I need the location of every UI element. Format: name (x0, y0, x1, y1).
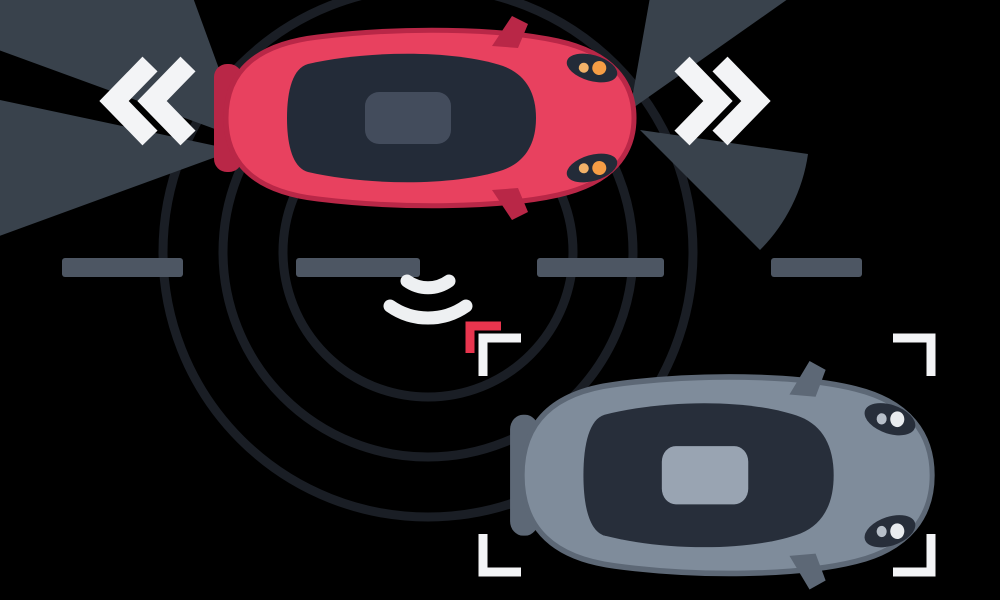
gray-car-headlight-top-casing (864, 403, 916, 436)
gray-car-roof-panel (661, 446, 749, 505)
chevron-right-icon (674, 56, 771, 146)
gray-car-headlight-top-lamp-small (876, 413, 887, 425)
lane-markings (62, 258, 862, 277)
red-car-mirror-top (492, 16, 528, 48)
red-car-headlight-top-casing (566, 53, 618, 83)
red-car-headlight-top-lamp-small (578, 62, 589, 73)
signal-arc-inner (400, 274, 456, 295)
gray-car-mirror-top (789, 360, 826, 397)
chevron-right-inner (674, 56, 733, 146)
lane-dash-1 (62, 258, 183, 277)
detection-frame-corner-top-left (478, 333, 521, 376)
gray-car (510, 360, 935, 590)
red-car-headlight-top (566, 53, 618, 83)
gray-car-headlight-bottom-lamp-small (876, 525, 887, 538)
sensor-cone-left (0, 100, 235, 236)
chevron-left-icon (99, 56, 196, 146)
detection-frame-corner-bottom-right (893, 534, 936, 577)
chevron-left-outer (137, 56, 196, 146)
red-car-headlight-bottom-casing (566, 153, 618, 183)
red-car (214, 16, 637, 220)
sensor-cones (0, 0, 808, 250)
red-car-roof-panel (365, 92, 451, 144)
lane-dash-2 (296, 258, 420, 277)
gray-car-headlight-top (864, 403, 916, 436)
red-car-mirror-bottom (492, 188, 528, 220)
gray-car-mirror-bottom (789, 553, 826, 590)
red-car-headlight-top-lamp-large (592, 61, 607, 76)
sensor-cone-top-right (630, 0, 787, 110)
gray-car-headlight-bottom-lamp-large (890, 523, 905, 540)
gray-car-headlight-bottom-casing (864, 515, 916, 548)
chevron-right-outer (712, 56, 771, 146)
chevron-left-inner (99, 56, 158, 146)
target-corner-red-icon (465, 321, 501, 353)
detection-frame-corner-top-right (893, 333, 936, 376)
detection-frame (478, 333, 936, 577)
gray-car-headlight-top-lamp-large (890, 411, 905, 428)
lane-dash-4 (771, 258, 862, 277)
gray-car-headlight-bottom (864, 515, 916, 548)
sensor-cone-right (640, 130, 808, 250)
detection-frame-corner-bottom-left (478, 534, 521, 577)
signal-arc-outer (383, 299, 473, 325)
radar-ring-outer (158, 0, 698, 522)
red-car-headlight-bottom-lamp-large (592, 160, 607, 175)
sensor-cone-top-left (0, 0, 245, 140)
red-car-headlight-bottom-lamp-small (578, 163, 589, 174)
red-car-headlight-bottom (566, 153, 618, 183)
signal-arcs-icon (383, 274, 473, 325)
lane-dash-3 (537, 258, 664, 277)
